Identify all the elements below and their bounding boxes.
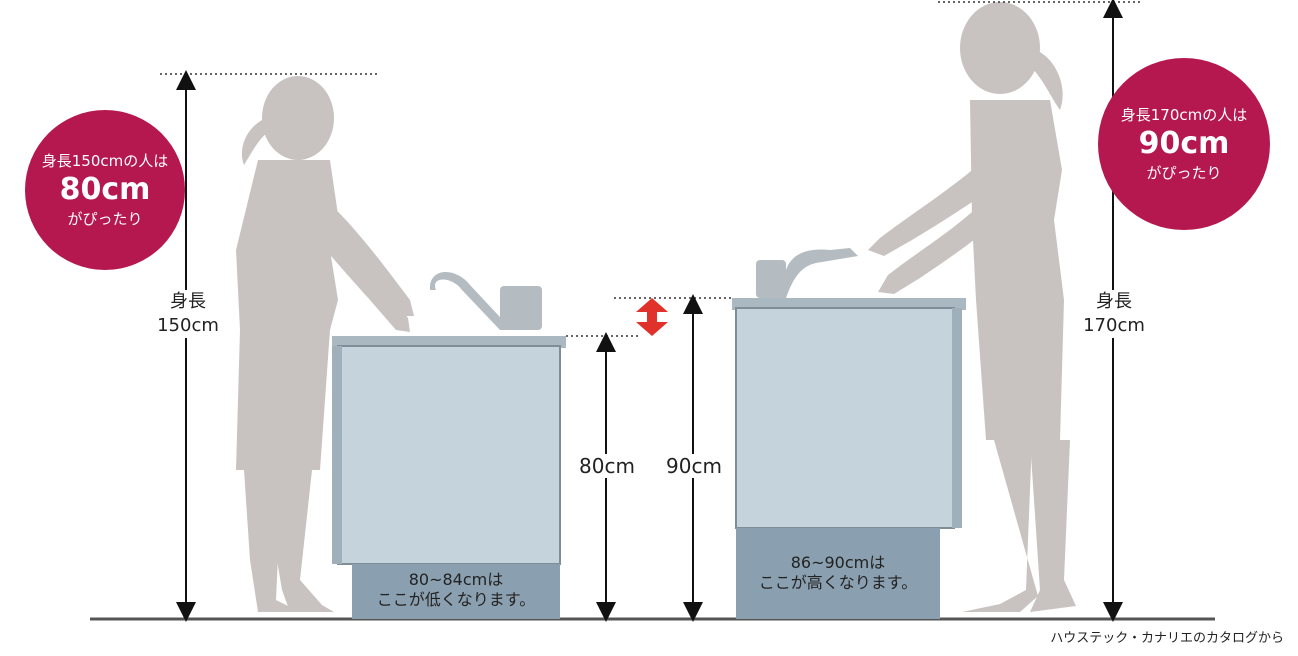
recommendation-circle-right: 身長170cmの人は 90cm がぴったり bbox=[1098, 58, 1270, 230]
counter-label-80: 80cm bbox=[572, 454, 642, 478]
circle-right-line1: 身長170cmの人は bbox=[1120, 106, 1248, 124]
recommendation-circle-left: 身長150cmの人は 80cm がぴったり bbox=[25, 110, 185, 270]
woman-silhouette-right bbox=[868, 2, 1076, 612]
height-label-left: 身長 150cm bbox=[148, 290, 228, 338]
counter-label-90: 90cm bbox=[658, 454, 730, 478]
circle-right-value: 90cm bbox=[1138, 126, 1230, 161]
height-label-right: 身長 170cm bbox=[1074, 290, 1154, 338]
woman-silhouette-left bbox=[236, 76, 414, 612]
source-credit: ハウステック・カナリエのカタログから bbox=[1050, 631, 1284, 646]
circle-left-value: 80cm bbox=[59, 172, 151, 207]
circle-left-line3: がぴったり bbox=[67, 210, 143, 228]
difference-arrow bbox=[636, 298, 668, 336]
circle-right-line3: がぴったり bbox=[1146, 164, 1222, 182]
sink-cabinet-left bbox=[332, 272, 566, 619]
circle-left-line1: 身長150cmの人は bbox=[41, 152, 169, 170]
base-text-left: 80~84cmは ここが低くなります。 bbox=[376, 570, 536, 609]
base-text-right: 86~90cmは ここが高くなります。 bbox=[758, 553, 918, 592]
sink-cabinet-right bbox=[732, 248, 966, 619]
